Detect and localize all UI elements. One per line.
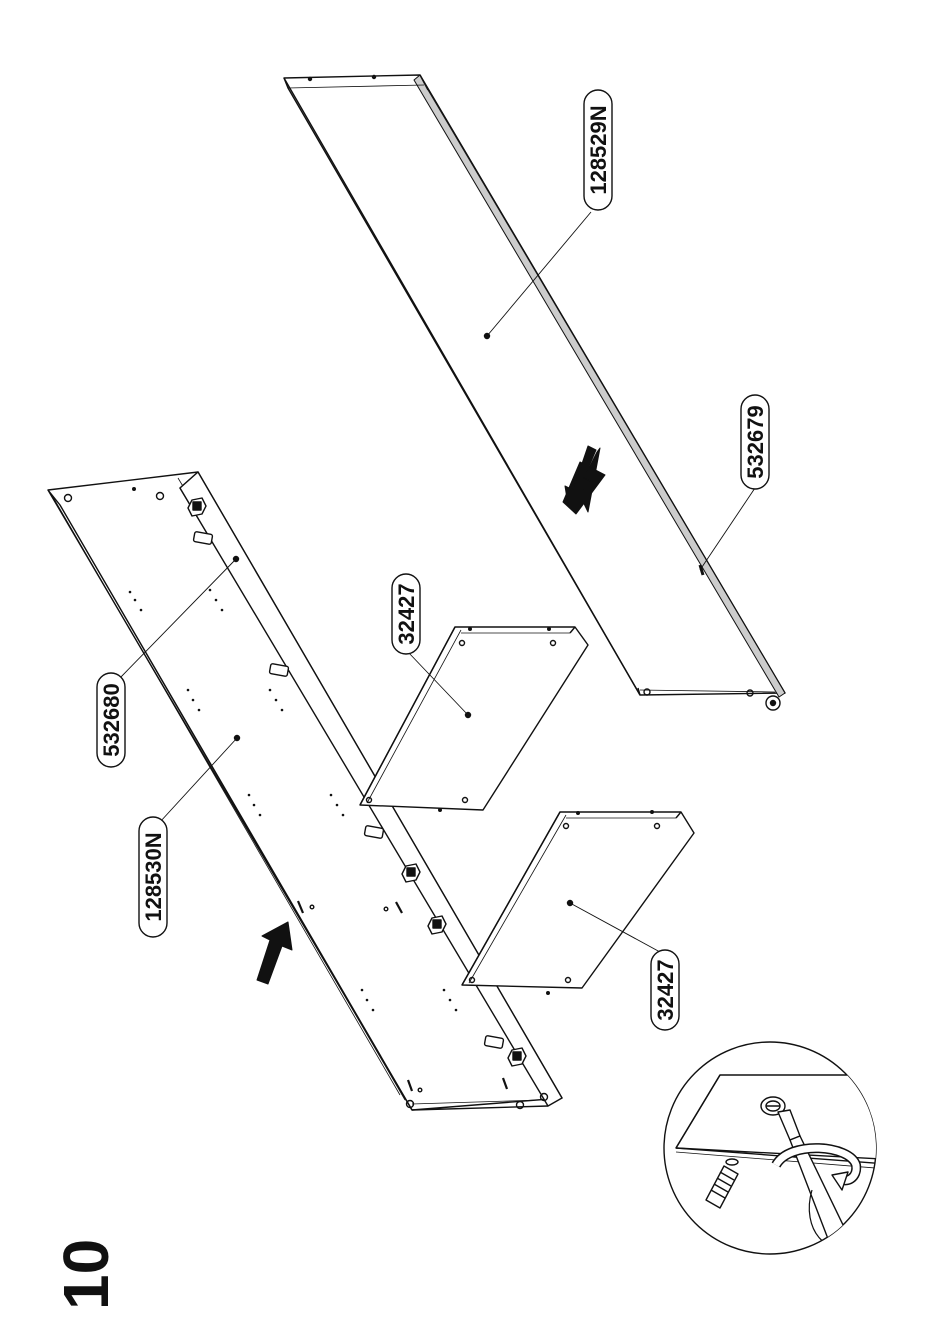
part-number-top-panel: 128529N — [586, 105, 611, 194]
step-number: 10 — [50, 1239, 122, 1310]
label-top-panel: 128529N — [584, 90, 612, 210]
label-side-lower: 32427 — [651, 950, 679, 1030]
label-side-upper: 32427 — [392, 574, 420, 654]
part-number-bottom-rail: 532680 — [99, 683, 124, 756]
part-number-side-lower: 32427 — [653, 959, 678, 1020]
screwdriver-detail — [664, 1042, 900, 1270]
top-panel — [284, 75, 785, 710]
part-number-side-upper: 32427 — [394, 583, 419, 644]
part-number-top-rail: 532679 — [743, 405, 768, 478]
label-bottom-panel: 128530N — [139, 817, 167, 937]
arrow-icon — [257, 922, 292, 984]
part-number-bottom-panel: 128530N — [141, 832, 166, 921]
label-bottom-rail: 532680 — [97, 673, 125, 767]
side-panel-upper — [360, 627, 588, 811]
label-top-rail: 532679 — [741, 395, 769, 489]
